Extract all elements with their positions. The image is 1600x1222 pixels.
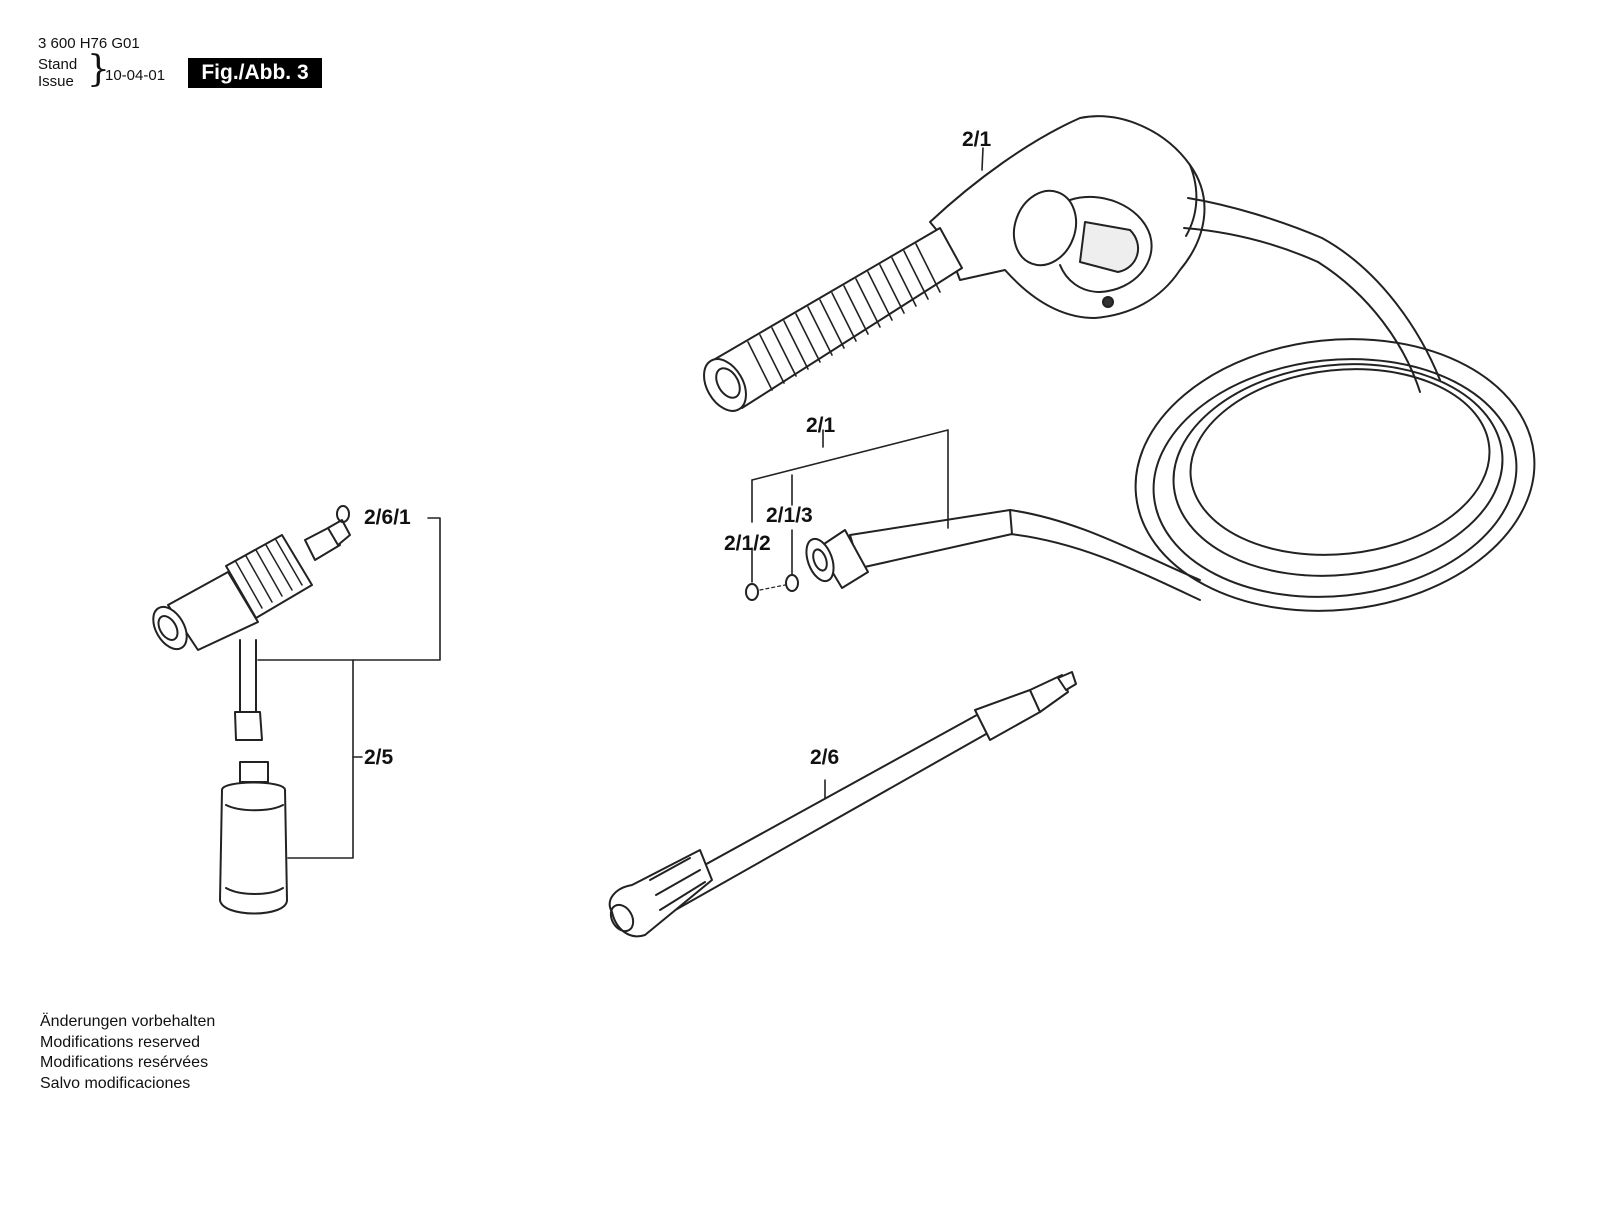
leader-lines <box>257 147 984 859</box>
note-english: Modifications reserved <box>40 1033 201 1051</box>
o-ring-2-6-1 <box>336 505 350 523</box>
callout-hose-group: 2/1 <box>806 414 836 437</box>
callout-o-ring-small: 2/1/2 <box>724 532 771 555</box>
callout-foam-nozzle: 2/5 <box>364 746 394 769</box>
stand-label: Stand <box>38 56 78 73</box>
note-french: Modifications resérvées <box>40 1054 209 1071</box>
foam-nozzle <box>152 519 351 915</box>
spray-gun <box>703 115 1323 412</box>
stand-issue-labels: Stand Issue <box>38 56 77 90</box>
issue-label: Issue <box>38 73 74 90</box>
note-spanish: Salvo modificaciones <box>40 1074 191 1092</box>
o-ring-2-1-3 <box>785 574 799 592</box>
issue-date: 10-04-01 <box>105 67 166 84</box>
o-ring-2-1-2 <box>745 583 759 601</box>
brace-symbol: } <box>87 49 110 90</box>
callout-lance: 2/6 <box>810 746 839 769</box>
callout-o-ring-large: 2/1/3 <box>766 504 813 527</box>
callout-foam-o-ring: 2/6/1 <box>364 506 411 529</box>
part-number: 3 600 H76 G01 <box>38 35 140 52</box>
figure-label: Fig./Abb. 3 <box>188 58 322 88</box>
high-pressure-hose <box>805 237 1536 612</box>
callout-gun: 2/1 <box>962 128 992 151</box>
modification-notes: Änderungen vorbehalten Modifications res… <box>40 1012 215 1094</box>
spray-lance <box>608 671 1077 938</box>
note-german: Änderungen vorbehalten <box>40 1013 216 1030</box>
